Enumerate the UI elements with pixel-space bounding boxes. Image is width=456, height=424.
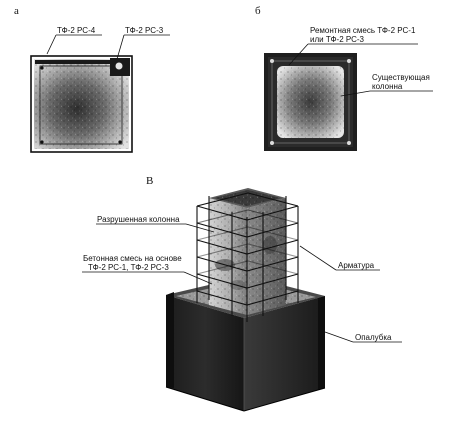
panel-b-label-repair-2: или ТФ-2 РС-3 [310,35,365,44]
panel-c-label-damaged: Разрушенная колонна [97,215,180,224]
panel-c-label-rebar: Арматура [338,261,375,270]
panel-a-letter: а [14,5,19,17]
panel-c-letter: В [146,175,153,187]
panel-b-label-existing-2: колонна [372,82,403,91]
panel-b-label-existing-1: Существующая [372,73,430,82]
panel-c: В [82,175,402,412]
panel-b-label-repair-1: Ремонтная смесь ТФ-2 РС-1 [310,26,416,35]
panel-c-label-concrete-2: ТФ-2 РС-1, ТФ-2 РС-3 [88,263,169,272]
panel-b-letter: б [255,5,261,17]
panel-a-label-right: ТФ-2 РС-3 [125,26,164,35]
panel-a-cross-section [30,55,133,153]
panel-c-label-formwork: Опалубка [355,333,392,342]
rebar-cage [196,192,299,322]
panel-b: б Ремонтная смесь ТФ-2 РС-1 или ТФ-2 РС-… [255,5,433,151]
panel-a: а ТФ-2 РС-4 ТФ-2 РС-3 [14,5,170,153]
damaged-column [209,188,286,315]
panel-c-label-concrete-1: Бетонная смесь на основе [83,254,182,263]
panel-b-cross-section [264,53,357,151]
panel-a-label-left: ТФ-2 РС-4 [57,26,96,35]
